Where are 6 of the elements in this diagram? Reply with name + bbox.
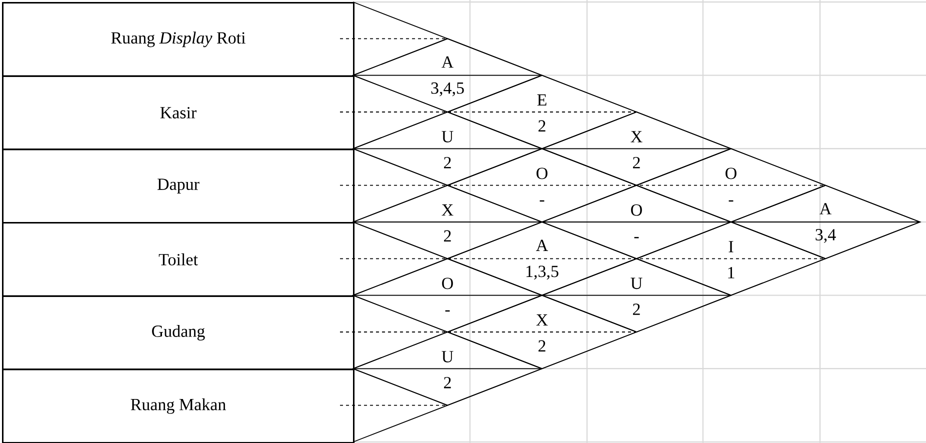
activity-box: Gudang xyxy=(2,295,354,370)
activity-box: Ruang Makan xyxy=(2,368,354,443)
activity-box: Toilet xyxy=(2,222,354,297)
activity-box: Kasir xyxy=(2,75,354,150)
activity-box: Ruang Display Roti xyxy=(2,2,354,77)
activity-box: Dapur xyxy=(2,148,354,224)
